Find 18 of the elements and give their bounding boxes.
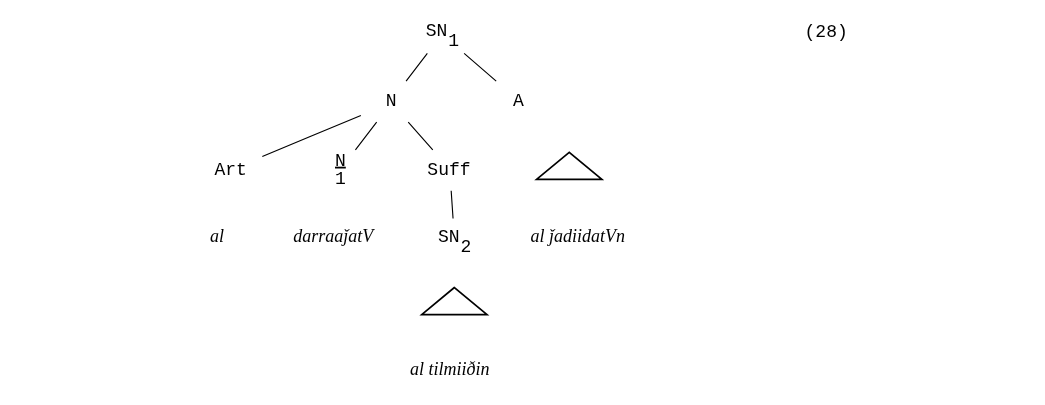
- node-text: N 1: [335, 150, 346, 189]
- node-text: Suff: [427, 159, 471, 180]
- node-text: A: [512, 91, 524, 111]
- connector: [261, 114, 362, 157]
- node-text: darraaǰatV: [293, 226, 374, 247]
- connector: [407, 121, 434, 151]
- connector: [463, 52, 497, 82]
- node-text: Art: [214, 159, 247, 180]
- node-text: al: [210, 226, 225, 247]
- connector: [405, 52, 428, 82]
- node-text: N: [385, 91, 397, 111]
- node-text: al tilmiiðin: [409, 359, 490, 380]
- node-triangle: [534, 151, 605, 181]
- connector: [354, 121, 378, 151]
- node-text: al ǰadiidatVn: [530, 226, 625, 247]
- label: (28): [804, 22, 848, 43]
- connector: [450, 190, 454, 220]
- node-triangle: [419, 286, 490, 316]
